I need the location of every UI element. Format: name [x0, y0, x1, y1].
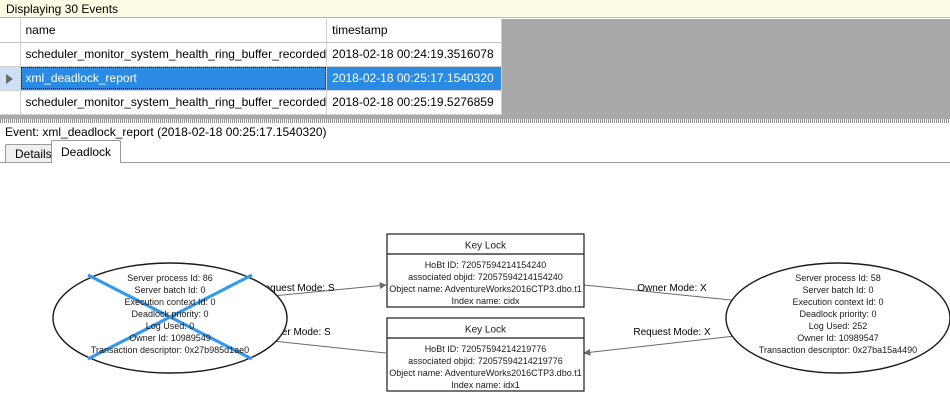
resource-title: Key Lock	[465, 241, 507, 252]
events-grid-container[interactable]: name timestamp scheduler_monitor_system_…	[0, 19, 950, 119]
row-selector-cell[interactable]	[0, 90, 21, 115]
resource-title: Key Lock	[465, 325, 507, 336]
process-left-victim[interactable]: Server process Id: 86 Server batch Id: 0…	[52, 262, 288, 374]
tab-details[interactable]: Details	[5, 144, 62, 163]
banner-label: Displaying 30 Events	[6, 1, 119, 16]
edge-label: Request Mode: X	[633, 327, 711, 338]
resource-line: associated objid: 72057594214154240	[408, 272, 563, 282]
process-right[interactable]: Server process Id: 58 Server batch Id: 0…	[725, 262, 950, 374]
cell-timestamp[interactable]: 2018-02-18 00:25:17.1540320	[326, 66, 503, 91]
edge-label: Owner Mode: X	[637, 283, 707, 294]
resource-line: associated objid: 72057594214219776	[408, 356, 563, 366]
process-line: Server batch Id: 0	[802, 285, 873, 295]
resource-top[interactable]: Key Lock HoBt ID: 72057594214154240 asso…	[386, 233, 585, 308]
resource-bottom[interactable]: Key Lock HoBt ID: 72057594214219776 asso…	[386, 317, 585, 392]
process-line: Owner Id: 10989549	[129, 333, 211, 343]
table-row[interactable]: scheduler_monitor_system_health_ring_buf…	[0, 42, 503, 67]
table-row[interactable]: scheduler_monitor_system_health_ring_buf…	[0, 90, 503, 115]
row-selector-cell[interactable]	[0, 66, 21, 91]
process-line: Deadlock priority: 0	[799, 309, 876, 319]
row-selector-cell[interactable]	[0, 42, 21, 67]
resource-line: Index name: cidx	[451, 296, 520, 306]
event-detail-label: Event: xml_deadlock_report (2018-02-18 0…	[5, 124, 327, 139]
process-line: Execution context Id: 0	[792, 297, 883, 307]
process-line: Log Used: 0	[146, 321, 195, 331]
resource-line: Object name: AdventureWorks2016CTP3.dbo.…	[389, 284, 581, 294]
cell-name[interactable]: scheduler_monitor_system_health_ring_buf…	[20, 90, 328, 115]
cell-name[interactable]: xml_deadlock_report	[20, 66, 328, 91]
tab-strip[interactable]: Details Deadlock	[0, 140, 950, 163]
grid-header-selector	[0, 19, 21, 43]
edge-label: Owner Mode: S	[261, 327, 331, 338]
horizontal-splitter[interactable]	[0, 119, 950, 123]
grid-header-name[interactable]: name	[20, 19, 328, 43]
deadlock-graph-canvas[interactable]: Request Mode: S Owner Mode: X Owner Mode…	[0, 162, 950, 400]
resource-line: HoBt ID: 72057594214154240	[425, 260, 547, 270]
process-line: Server process Id: 86	[127, 273, 213, 283]
tab-deadlock[interactable]: Deadlock	[51, 140, 122, 163]
process-line: Owner Id: 10989547	[797, 333, 879, 343]
grid-header-row: name timestamp	[0, 19, 503, 43]
process-line: Server process Id: 58	[795, 273, 881, 283]
grid-header-timestamp[interactable]: timestamp	[326, 19, 503, 43]
process-line: Transaction descriptor: 0x27ba15a4490	[759, 345, 917, 355]
process-line: Deadlock priority: 0	[131, 309, 208, 319]
resource-line: Object name: AdventureWorks2016CTP3.dbo.…	[389, 368, 581, 378]
cell-name[interactable]: scheduler_monitor_system_health_ring_buf…	[20, 42, 328, 67]
resource-line: Index name: idx1	[451, 380, 520, 390]
edge-label: Request Mode: S	[257, 283, 335, 294]
deadlock-victim-cross-icon	[87, 273, 253, 361]
displaying-events-banner: Displaying 30 Events	[0, 0, 950, 18]
process-line: Server batch Id: 0	[134, 285, 205, 295]
cell-timestamp[interactable]: 2018-02-18 00:24:19.3516078	[326, 42, 503, 67]
table-row[interactable]: xml_deadlock_report 2018-02-18 00:25:17.…	[0, 66, 503, 91]
cell-timestamp[interactable]: 2018-02-18 00:25:19.5276859	[326, 90, 503, 115]
resource-line: HoBt ID: 72057594214219776	[425, 344, 547, 354]
events-grid[interactable]: name timestamp scheduler_monitor_system_…	[0, 19, 503, 115]
event-detail-header: Event: xml_deadlock_report (2018-02-18 0…	[0, 123, 950, 140]
process-line: Execution context Id: 0	[124, 297, 215, 307]
process-line: Transaction descriptor: 0x27b985d1ae0	[91, 345, 249, 355]
row-selector-arrow-icon	[6, 73, 14, 84]
process-line: Log Used: 252	[809, 321, 868, 331]
